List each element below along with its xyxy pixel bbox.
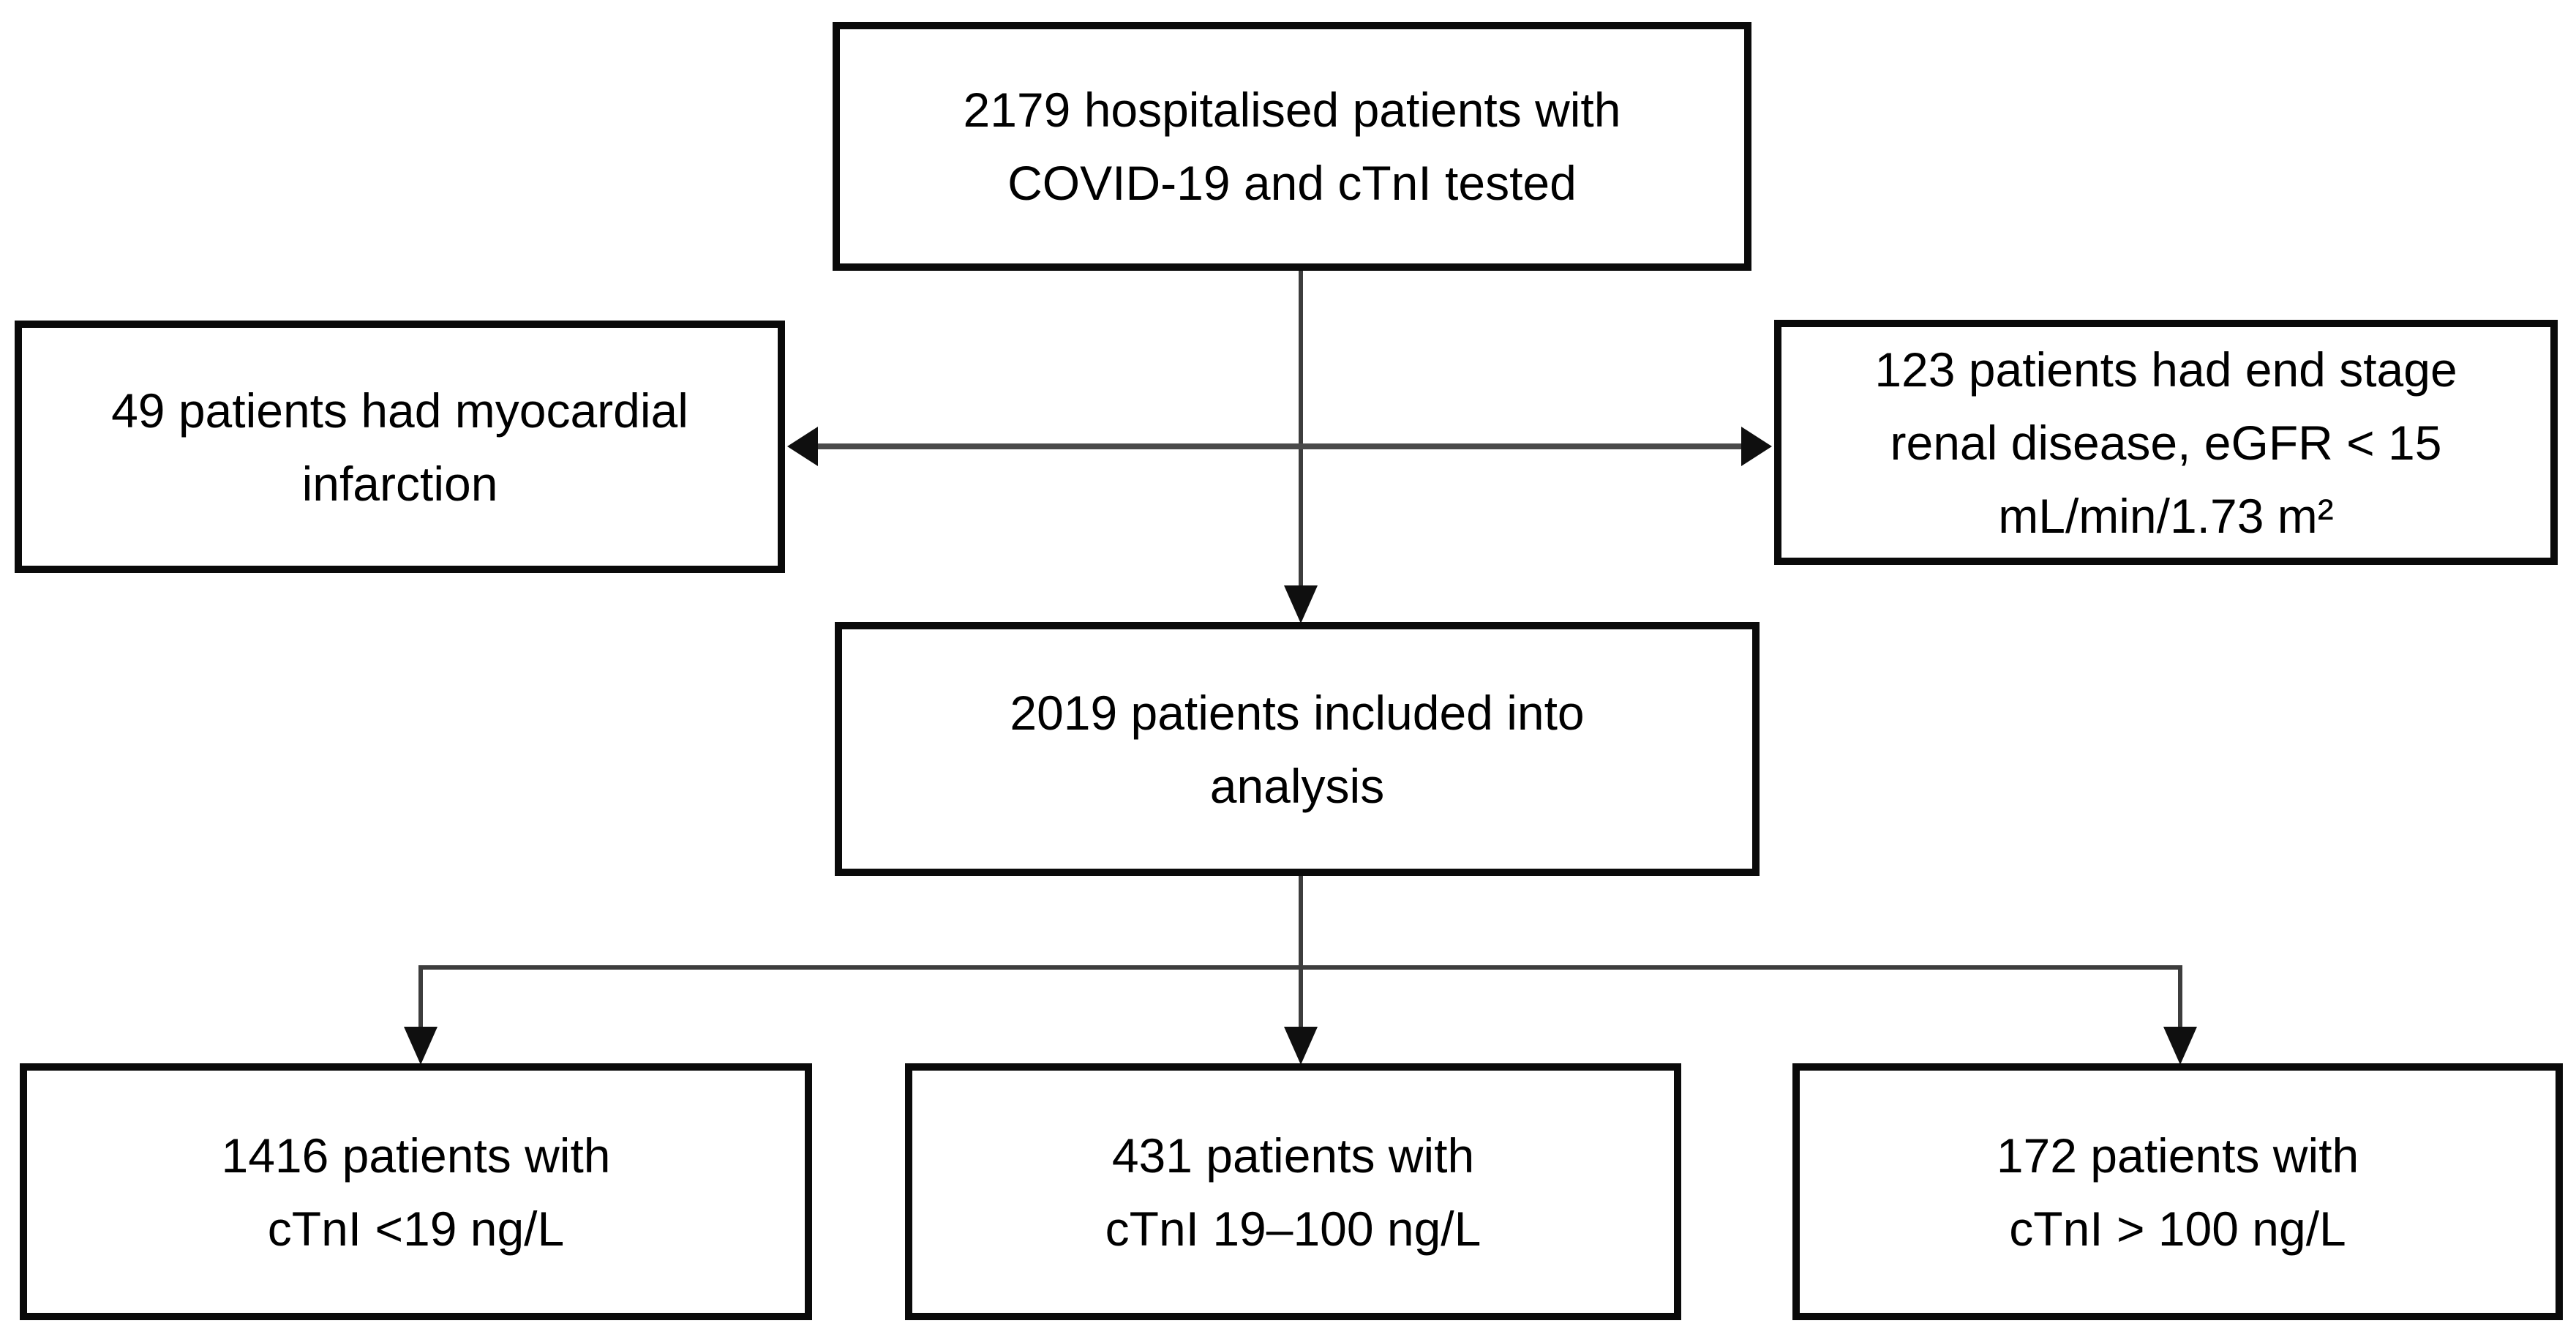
node-line: 2019 patients included into xyxy=(1010,685,1585,740)
node-line: cTnI > 100 ng/L xyxy=(2009,1201,2346,1256)
node-line: 172 patients with xyxy=(1996,1128,2359,1183)
arrowhead-down-icon xyxy=(404,1027,438,1065)
connector-drop-middle xyxy=(1299,967,1303,1030)
node-ctni-low-group: 1416 patients with cTnI <19 ng/L xyxy=(20,1063,812,1320)
node-excluded-myocardial-infarction: 49 patients had myocardial infarction xyxy=(15,321,785,573)
node-line: 431 patients with xyxy=(1111,1128,1475,1183)
node-ctni-high-group: 172 patients with cTnI > 100 ng/L xyxy=(1792,1063,2563,1320)
node-line: 2179 hospitalised patients with xyxy=(963,83,1621,137)
arrowhead-down-icon xyxy=(1284,585,1318,623)
arrowhead-left-icon xyxy=(787,427,818,466)
node-line: infarction xyxy=(301,456,498,511)
node-included-in-analysis: 2019 patients included into analysis xyxy=(835,622,1760,876)
node-excluded-end-stage-renal-disease: 123 patients had end stage renal disease… xyxy=(1774,320,2558,565)
node-line: mL/min/1.73 m² xyxy=(1998,488,2334,543)
connector-drop-right xyxy=(2178,967,2182,1030)
connector-included-to-branch xyxy=(1299,876,1303,970)
node-hospitalised-patients: 2179 hospitalised patients with COVID-19… xyxy=(833,22,1751,271)
node-line: analysis xyxy=(1209,758,1385,813)
connector-top-to-included xyxy=(1299,271,1303,591)
node-line: cTnI <19 ng/L xyxy=(267,1201,565,1256)
node-line: COVID-19 and cTnI tested xyxy=(1007,156,1577,210)
node-line: renal disease, eGFR < 15 xyxy=(1890,415,2442,470)
connector-drop-left xyxy=(418,967,423,1030)
arrowhead-down-icon xyxy=(1284,1027,1318,1065)
node-ctni-mid-group: 431 patients with cTnI 19–100 ng/L xyxy=(905,1063,1681,1320)
connector-exclusion-horizontal xyxy=(814,443,1744,449)
node-line: 123 patients had end stage xyxy=(1874,342,2457,397)
node-line: cTnI 19–100 ng/L xyxy=(1105,1201,1482,1256)
arrowhead-down-icon xyxy=(2163,1027,2197,1065)
arrowhead-right-icon xyxy=(1741,427,1772,466)
node-line: 49 patients had myocardial xyxy=(111,383,688,438)
node-line: 1416 patients with xyxy=(221,1128,611,1183)
